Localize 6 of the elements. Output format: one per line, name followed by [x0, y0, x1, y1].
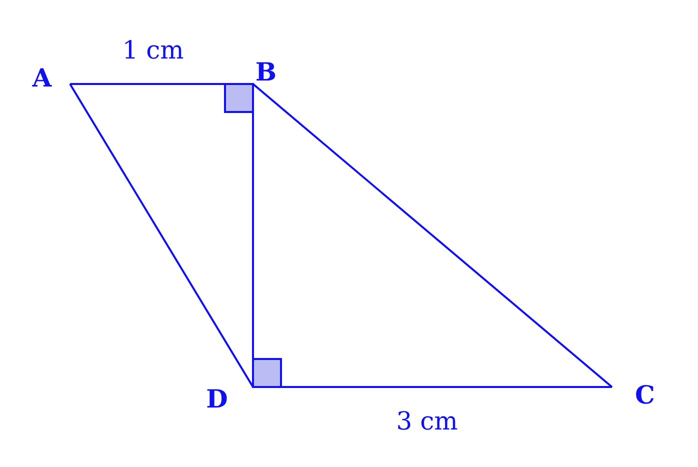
vertex-label: C	[635, 382, 655, 408]
length-label: 1 cm	[122, 38, 184, 62]
vertex-label: D	[206, 386, 228, 412]
vertex-label: B	[255, 60, 277, 84]
length-label: 3 cm	[396, 408, 458, 434]
vertex-label: A	[32, 66, 52, 90]
